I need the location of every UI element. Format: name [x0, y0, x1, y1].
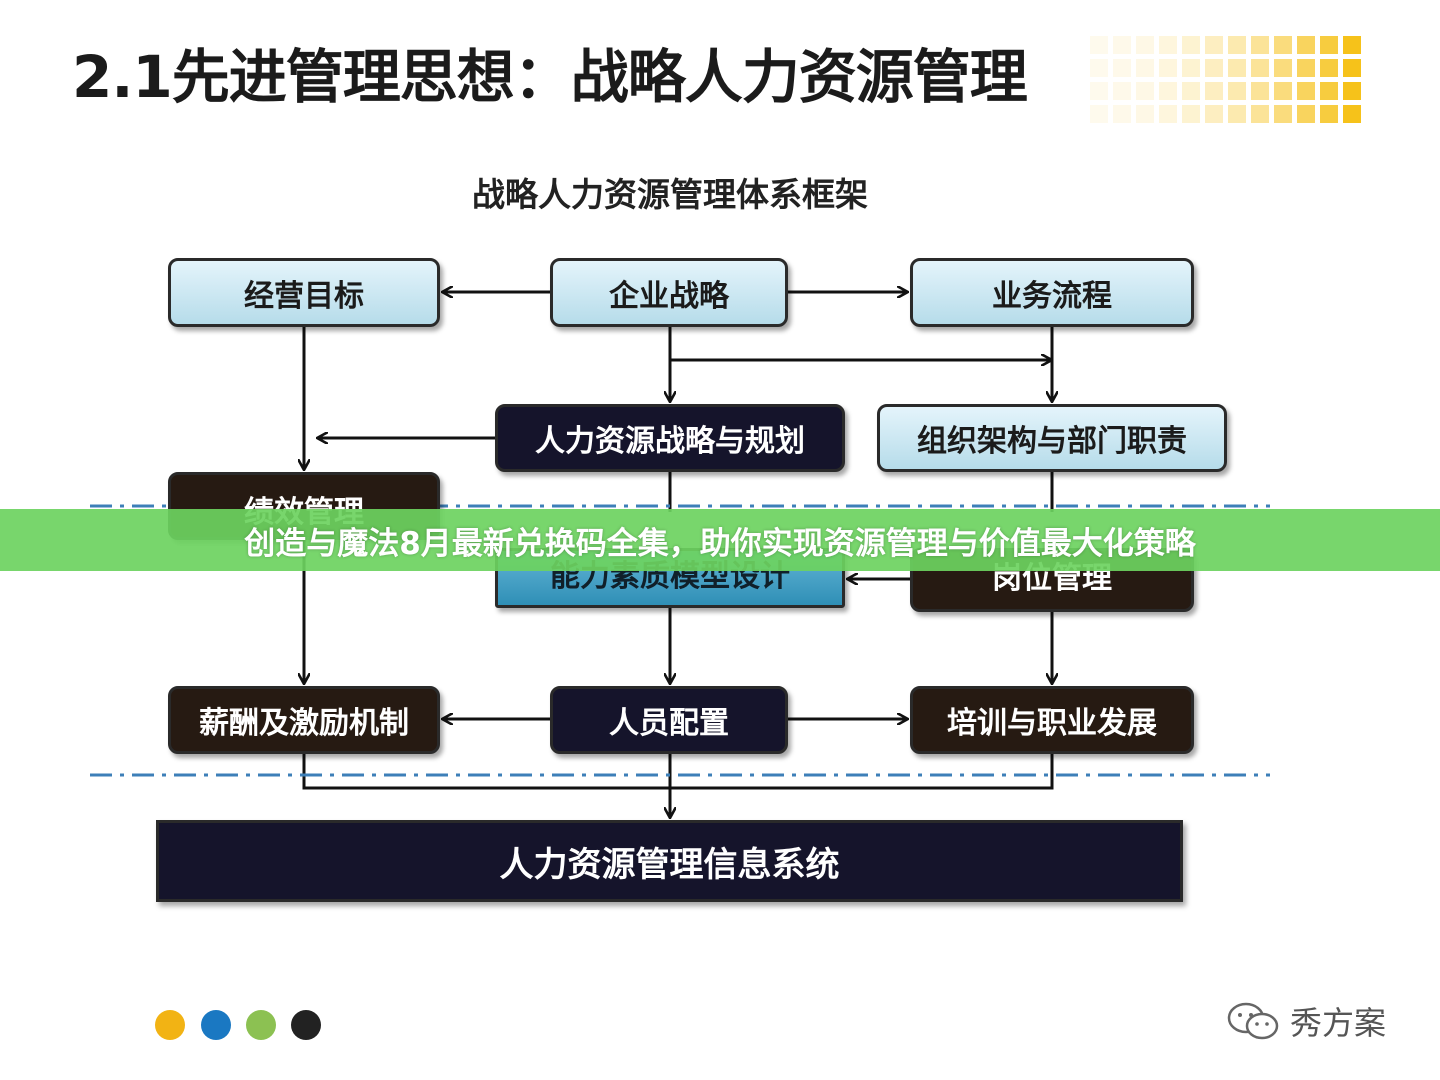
decorative-square	[1090, 105, 1108, 123]
decorative-square	[1343, 105, 1361, 123]
decorative-square	[1205, 59, 1223, 77]
diagram-title: 战略人力资源管理体系框架	[472, 175, 868, 214]
decorative-square	[1274, 82, 1292, 100]
decorative-square	[1343, 36, 1361, 54]
headline-banner[interactable]: 创造与魔法8月最新兑换码全集，助你实现资源管理与价值最大化策略	[0, 509, 1440, 571]
decorative-square	[1251, 105, 1269, 123]
decorative-square	[1182, 82, 1200, 100]
watermark-text: 秀方案	[1290, 1004, 1387, 1042]
node-training: 培训与职业发展	[910, 686, 1194, 754]
node-staffing: 人员配置	[550, 686, 788, 754]
decorative-square	[1113, 82, 1131, 100]
decorative-square	[1320, 82, 1338, 100]
decorative-square	[1228, 59, 1246, 77]
decorative-square	[1205, 82, 1223, 100]
node-hr-strategy-planning: 人力资源战略与规划	[495, 404, 845, 472]
decorative-square	[1320, 59, 1338, 77]
decorative-square	[1182, 59, 1200, 77]
decorative-square	[1320, 36, 1338, 54]
decorative-square	[1251, 36, 1269, 54]
decorative-square	[1205, 105, 1223, 123]
decorative-square	[1090, 82, 1108, 100]
decorative-square	[1136, 36, 1154, 54]
decorative-square	[1251, 82, 1269, 100]
decorative-square	[1090, 59, 1108, 77]
decorative-square	[1182, 36, 1200, 54]
decorative-square	[1343, 59, 1361, 77]
decorative-square	[1297, 105, 1315, 123]
node-enterprise-strategy: 企业战略	[550, 258, 788, 327]
decorative-square	[1090, 36, 1108, 54]
decorative-square	[1159, 105, 1177, 123]
decorative-square	[1136, 59, 1154, 77]
decorative-square	[1113, 59, 1131, 77]
decorative-square	[1136, 105, 1154, 123]
decorative-square	[1159, 82, 1177, 100]
decorative-square	[1159, 36, 1177, 54]
node-org-structure: 组织架构与部门职责	[877, 404, 1227, 472]
color-dot-yellow	[155, 1010, 185, 1040]
decorative-square	[1320, 105, 1338, 123]
node-business-process: 业务流程	[910, 258, 1194, 327]
decorative-square	[1274, 105, 1292, 123]
decorative-square	[1228, 36, 1246, 54]
color-dot-green	[246, 1010, 276, 1040]
node-compensation: 薪酬及激励机制	[168, 686, 440, 754]
decorative-square	[1274, 36, 1292, 54]
watermark: 秀方案	[1226, 998, 1386, 1044]
decorative-square	[1297, 59, 1315, 77]
decorative-square	[1228, 105, 1246, 123]
decorative-square	[1113, 105, 1131, 123]
decorative-square-pattern	[1090, 36, 1370, 131]
decorative-square	[1251, 59, 1269, 77]
decorative-square	[1159, 59, 1177, 77]
decorative-square	[1297, 82, 1315, 100]
node-hr-info-system: 人力资源管理信息系统	[156, 820, 1183, 902]
decorative-square	[1182, 105, 1200, 123]
decorative-square	[1205, 36, 1223, 54]
wechat-icon	[1227, 1002, 1279, 1040]
decorative-square	[1113, 36, 1131, 54]
node-business-goals: 经营目标	[168, 258, 440, 327]
decorative-square	[1297, 36, 1315, 54]
decorative-square	[1136, 82, 1154, 100]
decorative-square	[1343, 82, 1361, 100]
decorative-square	[1228, 82, 1246, 100]
line-bottom-collector	[302, 754, 1054, 790]
color-dot-black	[291, 1010, 321, 1040]
color-dot-blue	[201, 1010, 231, 1040]
decorative-square	[1274, 59, 1292, 77]
slide-title: 2.1先进管理思想：战略人力资源管理	[72, 43, 1028, 111]
